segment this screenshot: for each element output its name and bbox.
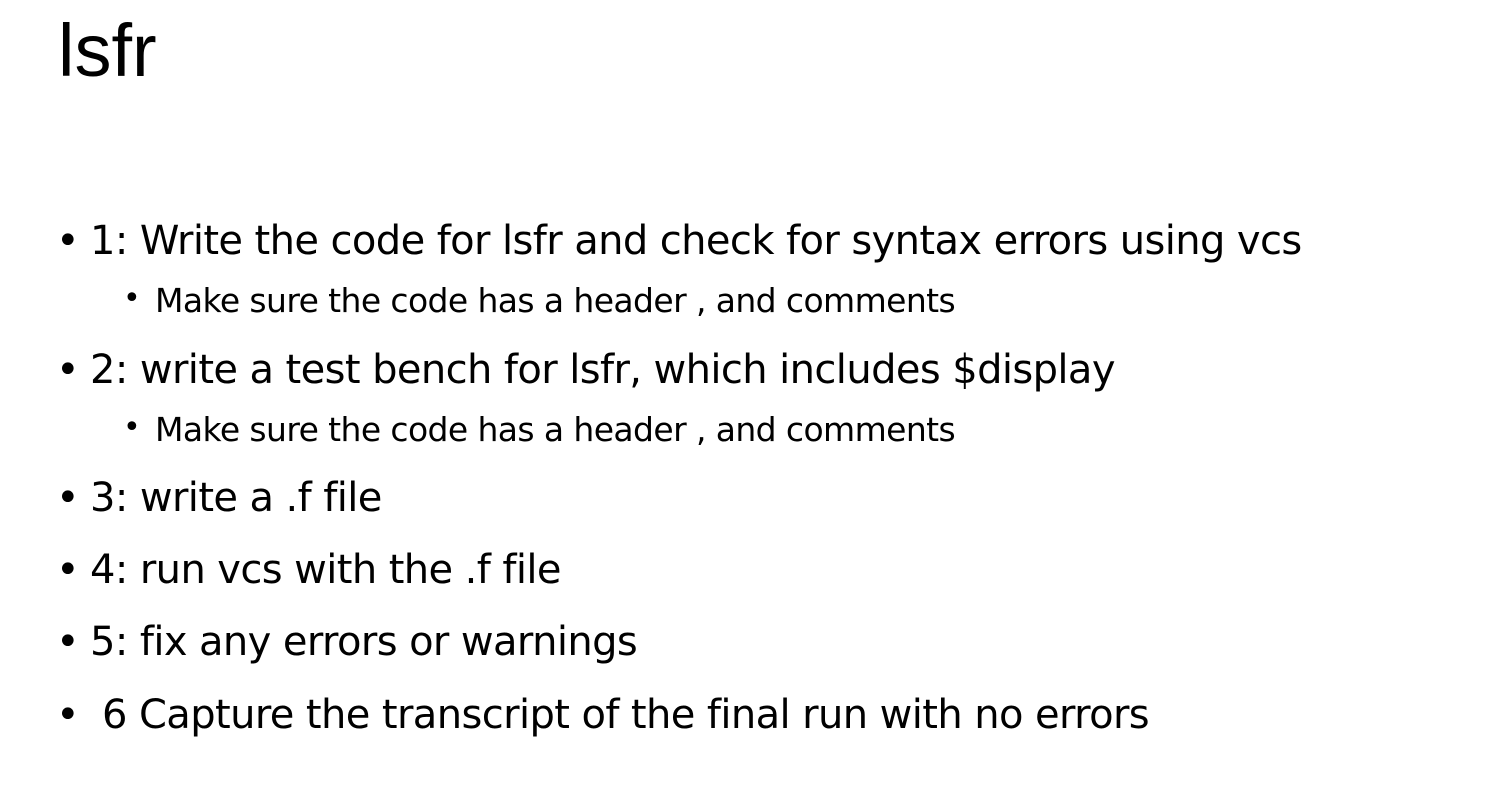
sub-bullet-text: Make sure the code has a header , and co… [155,410,956,449]
sub-bullet-item-2: • Make sure the code has a header , and … [123,410,956,449]
bullet-text: 5: fix any errors or warnings [90,619,638,665]
bullet-text: 4: run vcs with the .f file [90,547,561,593]
bullet-item-4: • 4: run vcs with the .f file [56,547,561,593]
bullet-item-5: • 5: fix any errors or warnings [56,619,638,665]
bullet-icon: • [56,547,80,593]
bullet-text: 6 Capture the transcript of the final ru… [102,692,1150,738]
bullet-item-1: • 1: Write the code for lsfr and check f… [56,218,1302,264]
bullet-icon: • [56,619,80,665]
bullet-icon: • [56,692,80,738]
bullet-item-3: • 3: write a .f file [56,475,382,521]
bullet-icon: • [56,475,80,521]
bullet-icon: • [56,218,80,264]
slide-title: lsfr [58,9,157,92]
sub-bullet-item-1: • Make sure the code has a header , and … [123,281,956,320]
bullet-text: 3: write a .f file [90,475,382,521]
sub-bullet-icon: • [123,410,141,445]
sub-bullet-text: Make sure the code has a header , and co… [155,281,956,320]
bullet-icon: • [56,347,80,393]
bullet-text: 2: write a test bench for lsfr, which in… [90,347,1116,393]
sub-bullet-icon: • [123,281,141,316]
bullet-item-2: • 2: write a test bench for lsfr, which … [56,347,1116,393]
bullet-text: 1: Write the code for lsfr and check for… [90,218,1302,264]
bullet-item-6: • 6 Capture the transcript of the final … [56,692,1150,738]
